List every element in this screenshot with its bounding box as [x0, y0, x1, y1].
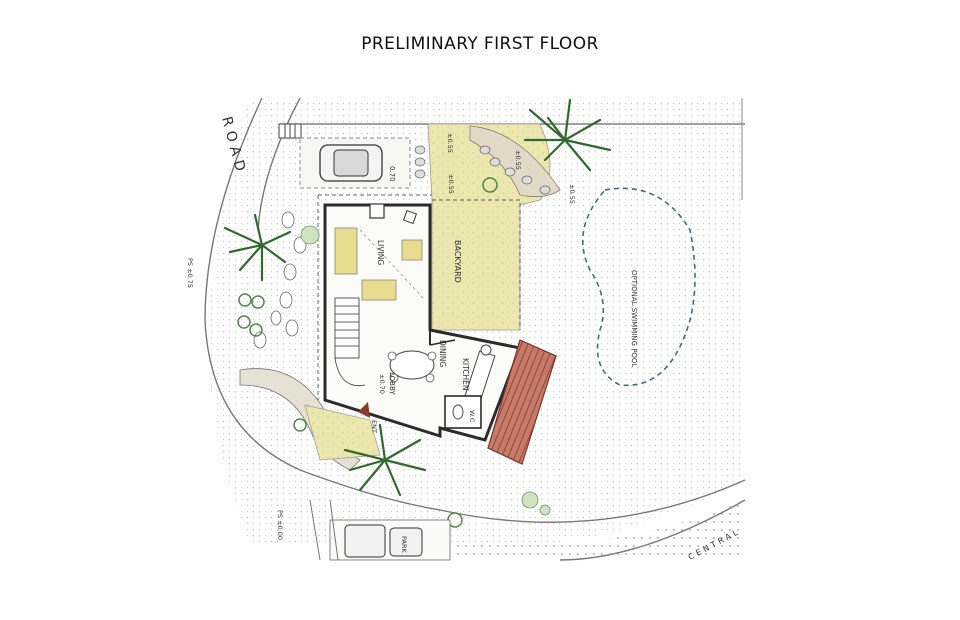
dining-label: DINING: [438, 340, 447, 367]
lobby-label: LOBBY: [388, 372, 396, 395]
ps-level-2: PS ±0.00: [276, 510, 284, 540]
garden-path-left: [239, 368, 381, 471]
wc-label: W.C: [468, 410, 476, 423]
living-label: LIVING: [376, 240, 385, 265]
level-garage: 0.70: [388, 166, 396, 182]
interior: [334, 203, 496, 429]
stairs: [334, 297, 366, 387]
swimming-pool: [582, 187, 696, 387]
ps-level-1: PS ±0.75: [186, 258, 194, 288]
pool-label: OPTIONAL SWIMMING POOL: [630, 270, 638, 367]
dining-table: [387, 350, 437, 383]
parking-bottom: PARK: [329, 519, 451, 561]
pergola-roof: [487, 339, 557, 465]
sofa: [334, 227, 358, 275]
level-steps-b: ±0.55: [447, 174, 455, 194]
park-label: PARK: [400, 536, 408, 553]
garden-path-top: [427, 123, 561, 331]
palm-tree-bottom: [343, 423, 427, 497]
bottom-verge: [455, 500, 745, 560]
level-back: ±0.55: [568, 184, 576, 204]
carport: 0.70: [299, 137, 411, 189]
level-lobby: ±0.70: [378, 374, 386, 394]
sink: [480, 344, 492, 356]
car-top: [319, 144, 383, 182]
stone-border: [414, 145, 551, 195]
level-steps-c: ±0.55: [514, 150, 522, 170]
backyard-boundary: [432, 199, 521, 330]
palm-tree-left: [223, 213, 292, 282]
palm-tree-top: [523, 98, 612, 172]
entry-arrow: [358, 402, 370, 418]
kitchen-label: KITCHEN: [461, 358, 470, 391]
backyard-label: BACKYARD: [453, 240, 462, 283]
level-steps-a: ±0.55: [446, 133, 454, 153]
shrubs: [300, 225, 551, 516]
coffee-table: [361, 279, 397, 301]
entry-steps-top: [278, 123, 302, 139]
entry-label: ENT: [370, 420, 378, 433]
armchair: [401, 239, 423, 261]
fireplace: [369, 203, 385, 219]
page-title: PRELIMINARY FIRST FLOOR: [361, 34, 599, 54]
